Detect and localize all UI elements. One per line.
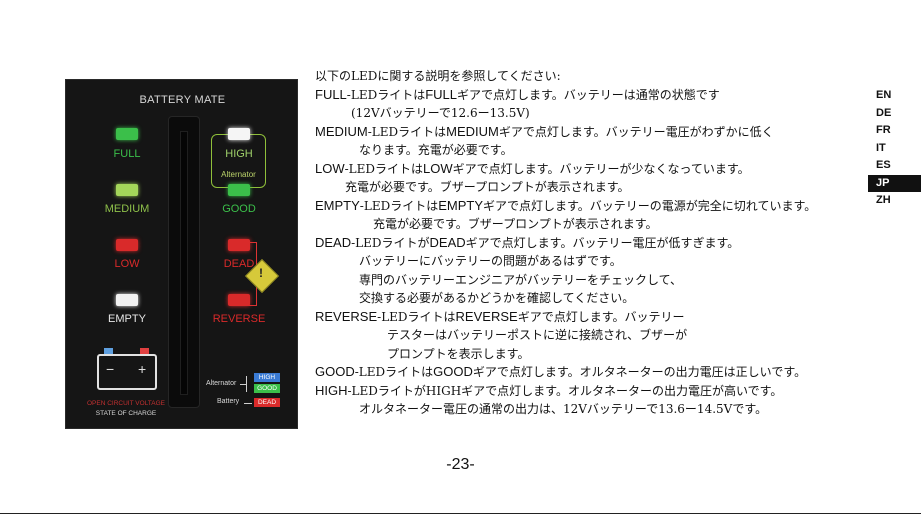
kw-good: GOOD: [315, 364, 355, 379]
high-text-b: ギアで点灯します。オルタネーターの出力電圧が高いです。: [461, 383, 783, 398]
high-line: HIGH-LEDライトがHIGHギアで点灯します。オルタネーターの出力電圧が高い…: [315, 382, 875, 401]
good-line: GOOD-LEDライトはGOODギアで点灯します。オルタネーターの出力電圧は正し…: [315, 363, 875, 382]
full-text-b: ギアで点灯します。バッテリーは通常の状態です: [457, 87, 720, 102]
intro-line: 以下のLEDに関する説明を参照してください:: [315, 69, 561, 83]
legend-dead: DEAD: [254, 398, 280, 407]
medium-text-b: ギアで点灯します。バッテリー電圧がわずかに低く: [498, 124, 774, 139]
empty-text-a: -LEDライトは: [359, 198, 439, 213]
probe-slot: [168, 116, 200, 408]
state-of-charge-label: STATE OF CHARGE: [95, 410, 157, 417]
kw-empty: EMPTY: [315, 197, 360, 213]
alternator-group-frame: [211, 134, 266, 188]
led-low: [116, 239, 138, 251]
legend-alternator-line: [240, 384, 246, 385]
kw-low: LOW: [315, 160, 345, 176]
label-full: FULL: [113, 148, 141, 160]
reverse-text-a: -LEDライトは: [377, 309, 456, 324]
kw-medium-2: MEDIUM: [446, 123, 499, 139]
label-high: HIGH: [225, 148, 253, 160]
good-text-a: -LEDライトは: [354, 365, 434, 379]
kw-reverse-2: REVERSE: [455, 308, 518, 324]
label-good: GOOD: [222, 203, 256, 215]
label-medium: MEDIUM: [104, 203, 150, 215]
dead-line-3: 専門のバッテリーエンジニアがバッテリーをチェックして、: [359, 272, 683, 287]
medium-line: MEDIUM-LEDライトはMEDIUMギアで点灯します。バッテリー電圧がわずか…: [315, 123, 875, 142]
label-empty: EMPTY: [108, 313, 146, 325]
full-text-a: -LEDライトは: [346, 87, 426, 102]
led-empty: [116, 294, 138, 306]
led-reverse: [228, 294, 250, 306]
legend-battery-label: Battery: [217, 398, 240, 405]
reverse-text-b: ギアで点灯します。バッテリー: [517, 309, 685, 324]
lang-tab-fr[interactable]: FR: [876, 124, 891, 136]
led-high: [228, 128, 250, 140]
kw-medium: MEDIUM: [315, 123, 368, 139]
medium-text-a: -LEDライトは: [367, 124, 447, 139]
battery-positive-terminal: [140, 348, 149, 354]
kw-high-2: HIGH: [425, 383, 462, 398]
kw-low-2: LOW: [423, 160, 453, 176]
battery-minus-sign: −: [106, 361, 115, 377]
low-text-b: ギアで点灯します。バッテリーが少なくなっています。: [452, 161, 750, 176]
dead-line-2: バッテリーにバッテリーの問題があるはずです。: [359, 254, 622, 268]
battery-icon: [97, 354, 157, 390]
battery-plus-sign: +: [138, 361, 147, 377]
kw-dead-2: DEAD: [429, 234, 466, 250]
legend-alternator-label: Alternator: [206, 380, 237, 387]
lang-tab-it[interactable]: IT: [876, 141, 886, 154]
medium-line-2: なります。充電が必要です。: [359, 143, 513, 157]
kw-good-2: GOOD: [433, 364, 473, 379]
lang-tab-de[interactable]: DE: [876, 106, 892, 119]
high-line-2: オルタネーター電圧の通常の出力は、12Vバッテリーで13.6ー14.5Vです。: [359, 402, 768, 416]
alternator-group-label: Alternator: [221, 170, 256, 179]
low-text-a: -LEDライトは: [344, 161, 424, 176]
kw-reverse: REVERSE: [315, 308, 378, 324]
full-line-2: (12Vバッテリーで12.6ー13.5V): [351, 106, 530, 120]
lang-tab-jp[interactable]: JP: [868, 174, 921, 192]
lang-tab-en[interactable]: EN: [876, 89, 892, 101]
low-line-2: 充電が必要です。ブザープロンプトが表示されます。: [345, 180, 630, 194]
led-good: [228, 184, 250, 196]
legend-high: HIGH: [254, 373, 280, 382]
led-full: [116, 128, 138, 140]
panel-title: BATTERY MATE: [139, 94, 226, 106]
lang-tab-zh[interactable]: ZH: [876, 194, 891, 206]
page-number: -23-: [446, 456, 475, 473]
dead-line: DEAD-LEDライトがDEADギアで点灯します。バッテリー電圧が低すぎます。: [315, 234, 875, 253]
legend-good: GOOD: [254, 384, 280, 393]
legend-battery-line: [244, 403, 252, 404]
reverse-line: REVERSE-LEDライトはREVERSEギアで点灯します。バッテリー: [315, 308, 875, 327]
dead-line-4: 交換する必要があるかどうかを確認してください。: [359, 291, 635, 305]
kw-empty-2: EMPTY: [438, 197, 483, 213]
kw-dead: DEAD: [315, 234, 352, 250]
label-low: LOW: [114, 258, 140, 270]
bottom-rule: [0, 513, 921, 514]
empty-line: EMPTY-LEDライトはEMPTYギアで点灯します。バッテリーの電源が完全に切…: [315, 197, 875, 216]
good-text-b: ギアで点灯します。オルタネーターの出力電圧は正しいです。: [472, 365, 807, 379]
kw-high: HIGH: [315, 382, 348, 398]
kw-full: FULL: [315, 86, 347, 102]
dead-text-a: -LEDライトが: [351, 235, 430, 250]
label-reverse: REVERSE: [212, 313, 266, 325]
warning-mark: !: [259, 266, 263, 280]
language-tabs: EN DE FR IT ES JP ZH: [868, 87, 921, 210]
reverse-line-3: プロンプトを表示します。: [387, 346, 530, 361]
low-line: LOW-LEDライトはLOWギアで点灯します。バッテリーが少なくなっています。: [315, 160, 875, 179]
reverse-line-2: テスターはバッテリーポストに逆に接続され、ブザーが: [387, 328, 688, 342]
led-description-text: 以下のLEDに関する説明を参照してください: FULL-LEDライトはFULLギ…: [315, 67, 875, 419]
high-text-a: -LEDライトが: [347, 383, 426, 398]
battery-mate-panel: BATTERY MATE FULL MEDIUM LOW EMPTY HIGH …: [65, 79, 298, 429]
battery-negative-terminal: [104, 348, 113, 354]
legend-alternator-vline: [246, 376, 247, 392]
kw-full-2: FULL: [425, 86, 457, 102]
led-medium: [116, 184, 138, 196]
empty-line-2: 充電が必要です。ブザープロンプトが表示されます。: [373, 217, 658, 231]
lang-tab-es[interactable]: ES: [876, 159, 891, 171]
full-line: FULL-LEDライトはFULLギアで点灯します。バッテリーは通常の状態です: [315, 86, 875, 105]
label-dead: DEAD: [223, 258, 255, 270]
open-circuit-voltage-label: OPEN CIRCUIT VOLTAGE: [86, 400, 165, 407]
led-dead: [228, 239, 250, 251]
empty-text-b: ギアで点灯します。バッテリーの電源が完全に切れています。: [483, 198, 817, 213]
dead-text-b: ギアで点灯します。バッテリー電圧が低すぎます。: [465, 235, 740, 250]
